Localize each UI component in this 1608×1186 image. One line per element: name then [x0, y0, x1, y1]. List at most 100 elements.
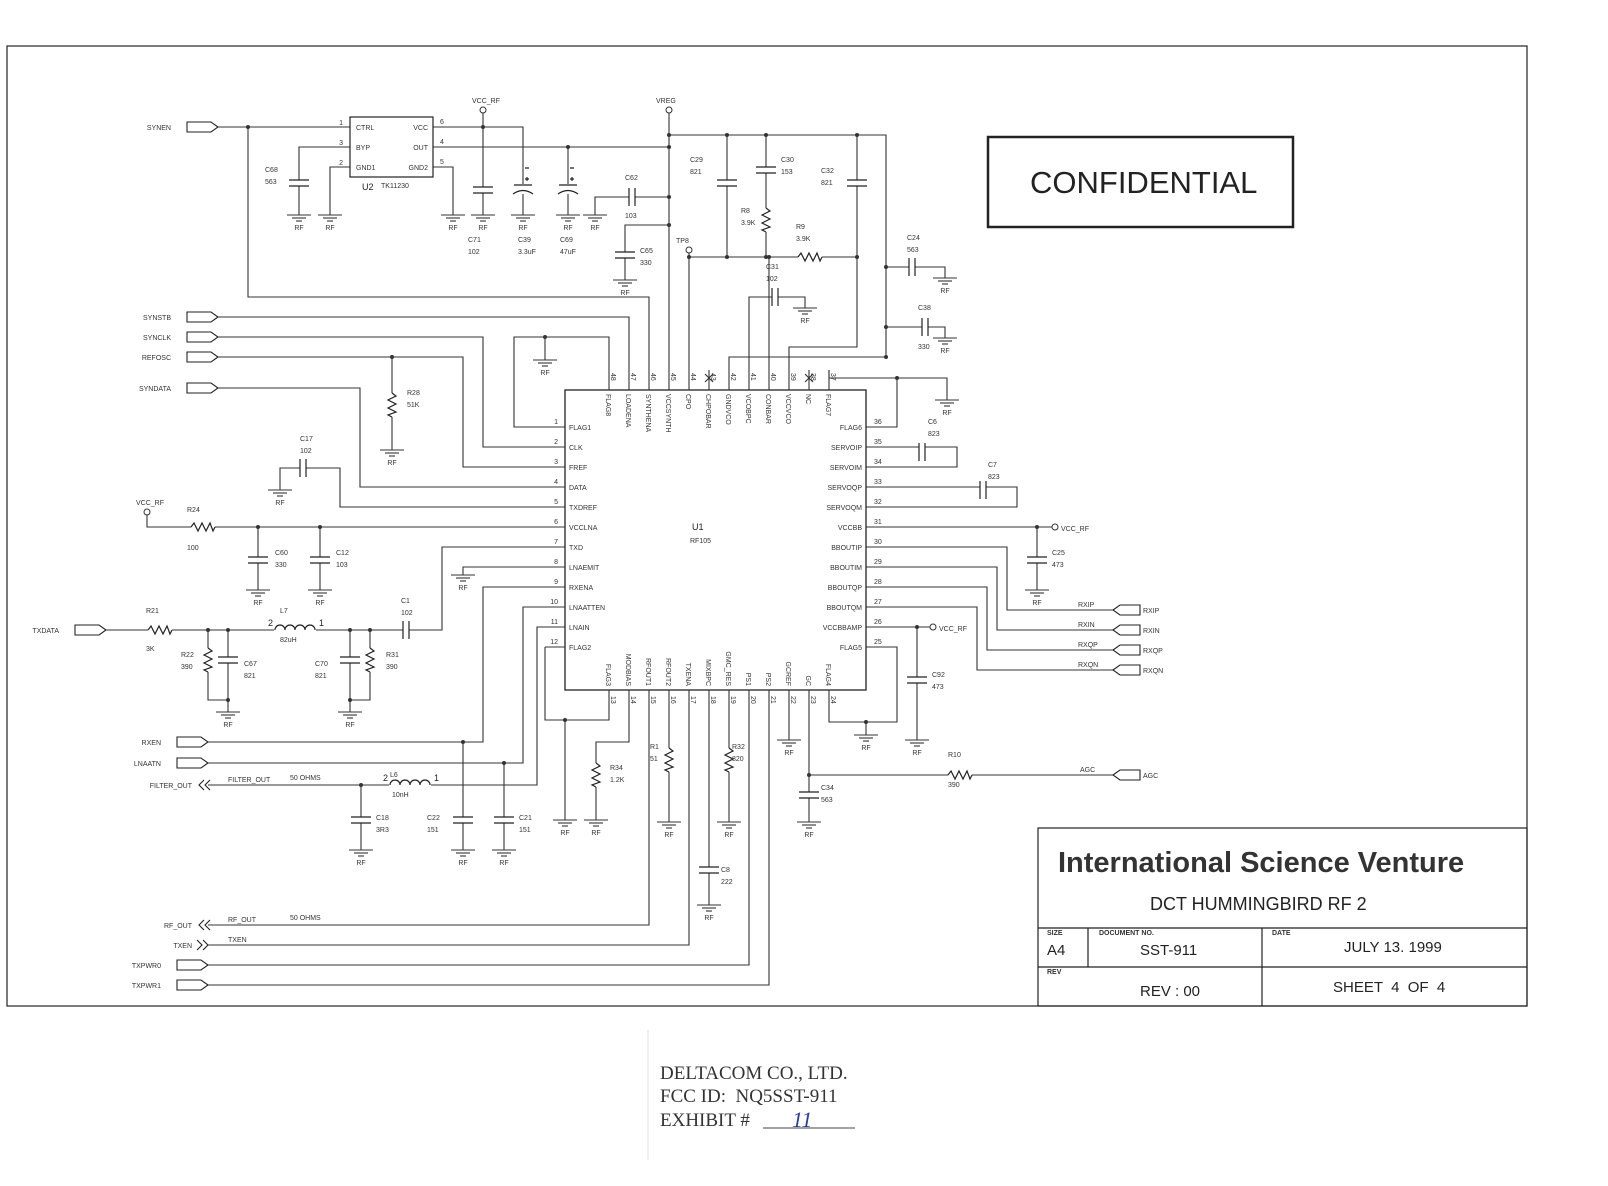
component-ref: L7	[280, 608, 288, 615]
wire	[247, 127, 650, 370]
ground-icon: RF	[451, 849, 475, 867]
ground-label: RF	[560, 830, 569, 837]
rev-value: REV : 00	[1140, 983, 1200, 1000]
ground-label: RF	[223, 722, 232, 729]
pin-number: 24	[829, 696, 836, 704]
component-value: 330	[640, 260, 652, 267]
port-syndata: SYNDATA	[139, 382, 219, 394]
pin-number: 3	[554, 459, 558, 466]
wire	[208, 606, 545, 764]
ground-label: RF	[942, 410, 951, 417]
component-value: 821	[690, 169, 702, 176]
component-value: 3R3	[376, 827, 389, 834]
pin-number: 40	[769, 373, 776, 381]
junction-dot	[884, 325, 888, 329]
component-value: 82uH	[280, 637, 297, 644]
wire	[433, 166, 454, 215]
pin-number: 36	[874, 419, 882, 426]
ground-icon: RF	[584, 819, 608, 837]
capacitor-c60: C60 330	[247, 550, 288, 569]
component-ref: C1	[401, 598, 410, 605]
pin-number: 23	[809, 696, 816, 704]
pin-name: FLAG2	[569, 645, 591, 652]
ground-label: RF	[275, 500, 284, 507]
exhibit-number-handwritten: 11	[792, 1107, 812, 1132]
wire	[279, 467, 545, 508]
wire	[828, 370, 948, 400]
wire	[218, 356, 545, 468]
component-value: 100	[187, 545, 199, 552]
port-lnaatn: LNAATN	[134, 757, 209, 769]
junction-dot	[206, 628, 210, 632]
junction-dot	[667, 223, 671, 227]
pin-number: 1	[434, 773, 439, 783]
component-ref: C31	[766, 264, 779, 271]
junction-dot	[359, 783, 363, 787]
ground-label: RF	[458, 860, 467, 867]
ground-icon: RF	[697, 904, 721, 922]
junction-dot	[566, 145, 570, 149]
junction-dot	[481, 125, 485, 129]
power-terminal-icon	[143, 508, 151, 516]
port-rf-out: RF_OUT	[164, 919, 211, 931]
ground-icon: RF	[657, 821, 681, 839]
component-value: 390	[948, 782, 960, 789]
pin-number: 35	[874, 439, 882, 446]
wire	[828, 646, 898, 723]
pin-number: 32	[874, 499, 882, 506]
pin-name: CPO	[684, 394, 691, 410]
component-ref: C60	[275, 550, 288, 557]
wire	[886, 586, 1113, 651]
pin-number: 25	[874, 639, 882, 646]
component-value: 563	[907, 247, 919, 254]
component-ref: C67	[244, 661, 257, 668]
wire	[329, 166, 350, 215]
port-label: TXEN	[173, 943, 192, 950]
component-ref: R32	[732, 744, 745, 751]
port-synstb: SYNSTB	[143, 311, 219, 323]
pin-name: TXENA	[684, 663, 691, 687]
ground-label: RF	[448, 225, 457, 232]
junction-dot	[667, 133, 671, 137]
pin-name: VCCBB	[838, 525, 862, 532]
pin-name: PS2	[764, 673, 771, 686]
ground-icon: RF	[933, 337, 957, 355]
ground-icon: RF	[717, 821, 741, 839]
wire	[886, 326, 946, 338]
net-label: RXIN	[1078, 622, 1095, 629]
component-value: 330	[275, 562, 287, 569]
pin-name: DATA	[569, 485, 587, 492]
junction-dot	[725, 255, 729, 259]
component-ref: C24	[907, 235, 920, 242]
wire	[218, 387, 545, 488]
component-value: 3.9K	[796, 236, 811, 243]
component-value: 821	[315, 673, 327, 680]
ground-icon: RF	[492, 849, 516, 867]
component-ref: C7	[988, 462, 997, 469]
ground-icon: RF	[308, 589, 332, 607]
component-value: 151	[519, 827, 531, 834]
pin-number: 13	[609, 696, 616, 704]
wire	[624, 224, 669, 280]
port-filter-out: FILTER_OUT	[150, 779, 211, 791]
pin-number: 10	[550, 599, 558, 606]
port-txpwr1: TXPWR1	[132, 979, 209, 991]
component-value: 222	[721, 879, 733, 886]
ground-label: RF	[912, 750, 921, 757]
size-label: SIZE	[1047, 930, 1063, 937]
wire	[208, 626, 545, 786]
ground-label: RF	[315, 600, 324, 607]
pin-number: 6	[554, 519, 558, 526]
u1-rf105-ic: U1RF1051FLAG12CLK3FREF4DATA5TXDREF6VCCLN…	[545, 370, 886, 710]
junction-dot	[563, 718, 567, 722]
confidential-label: CONFIDENTIAL	[1030, 165, 1257, 200]
